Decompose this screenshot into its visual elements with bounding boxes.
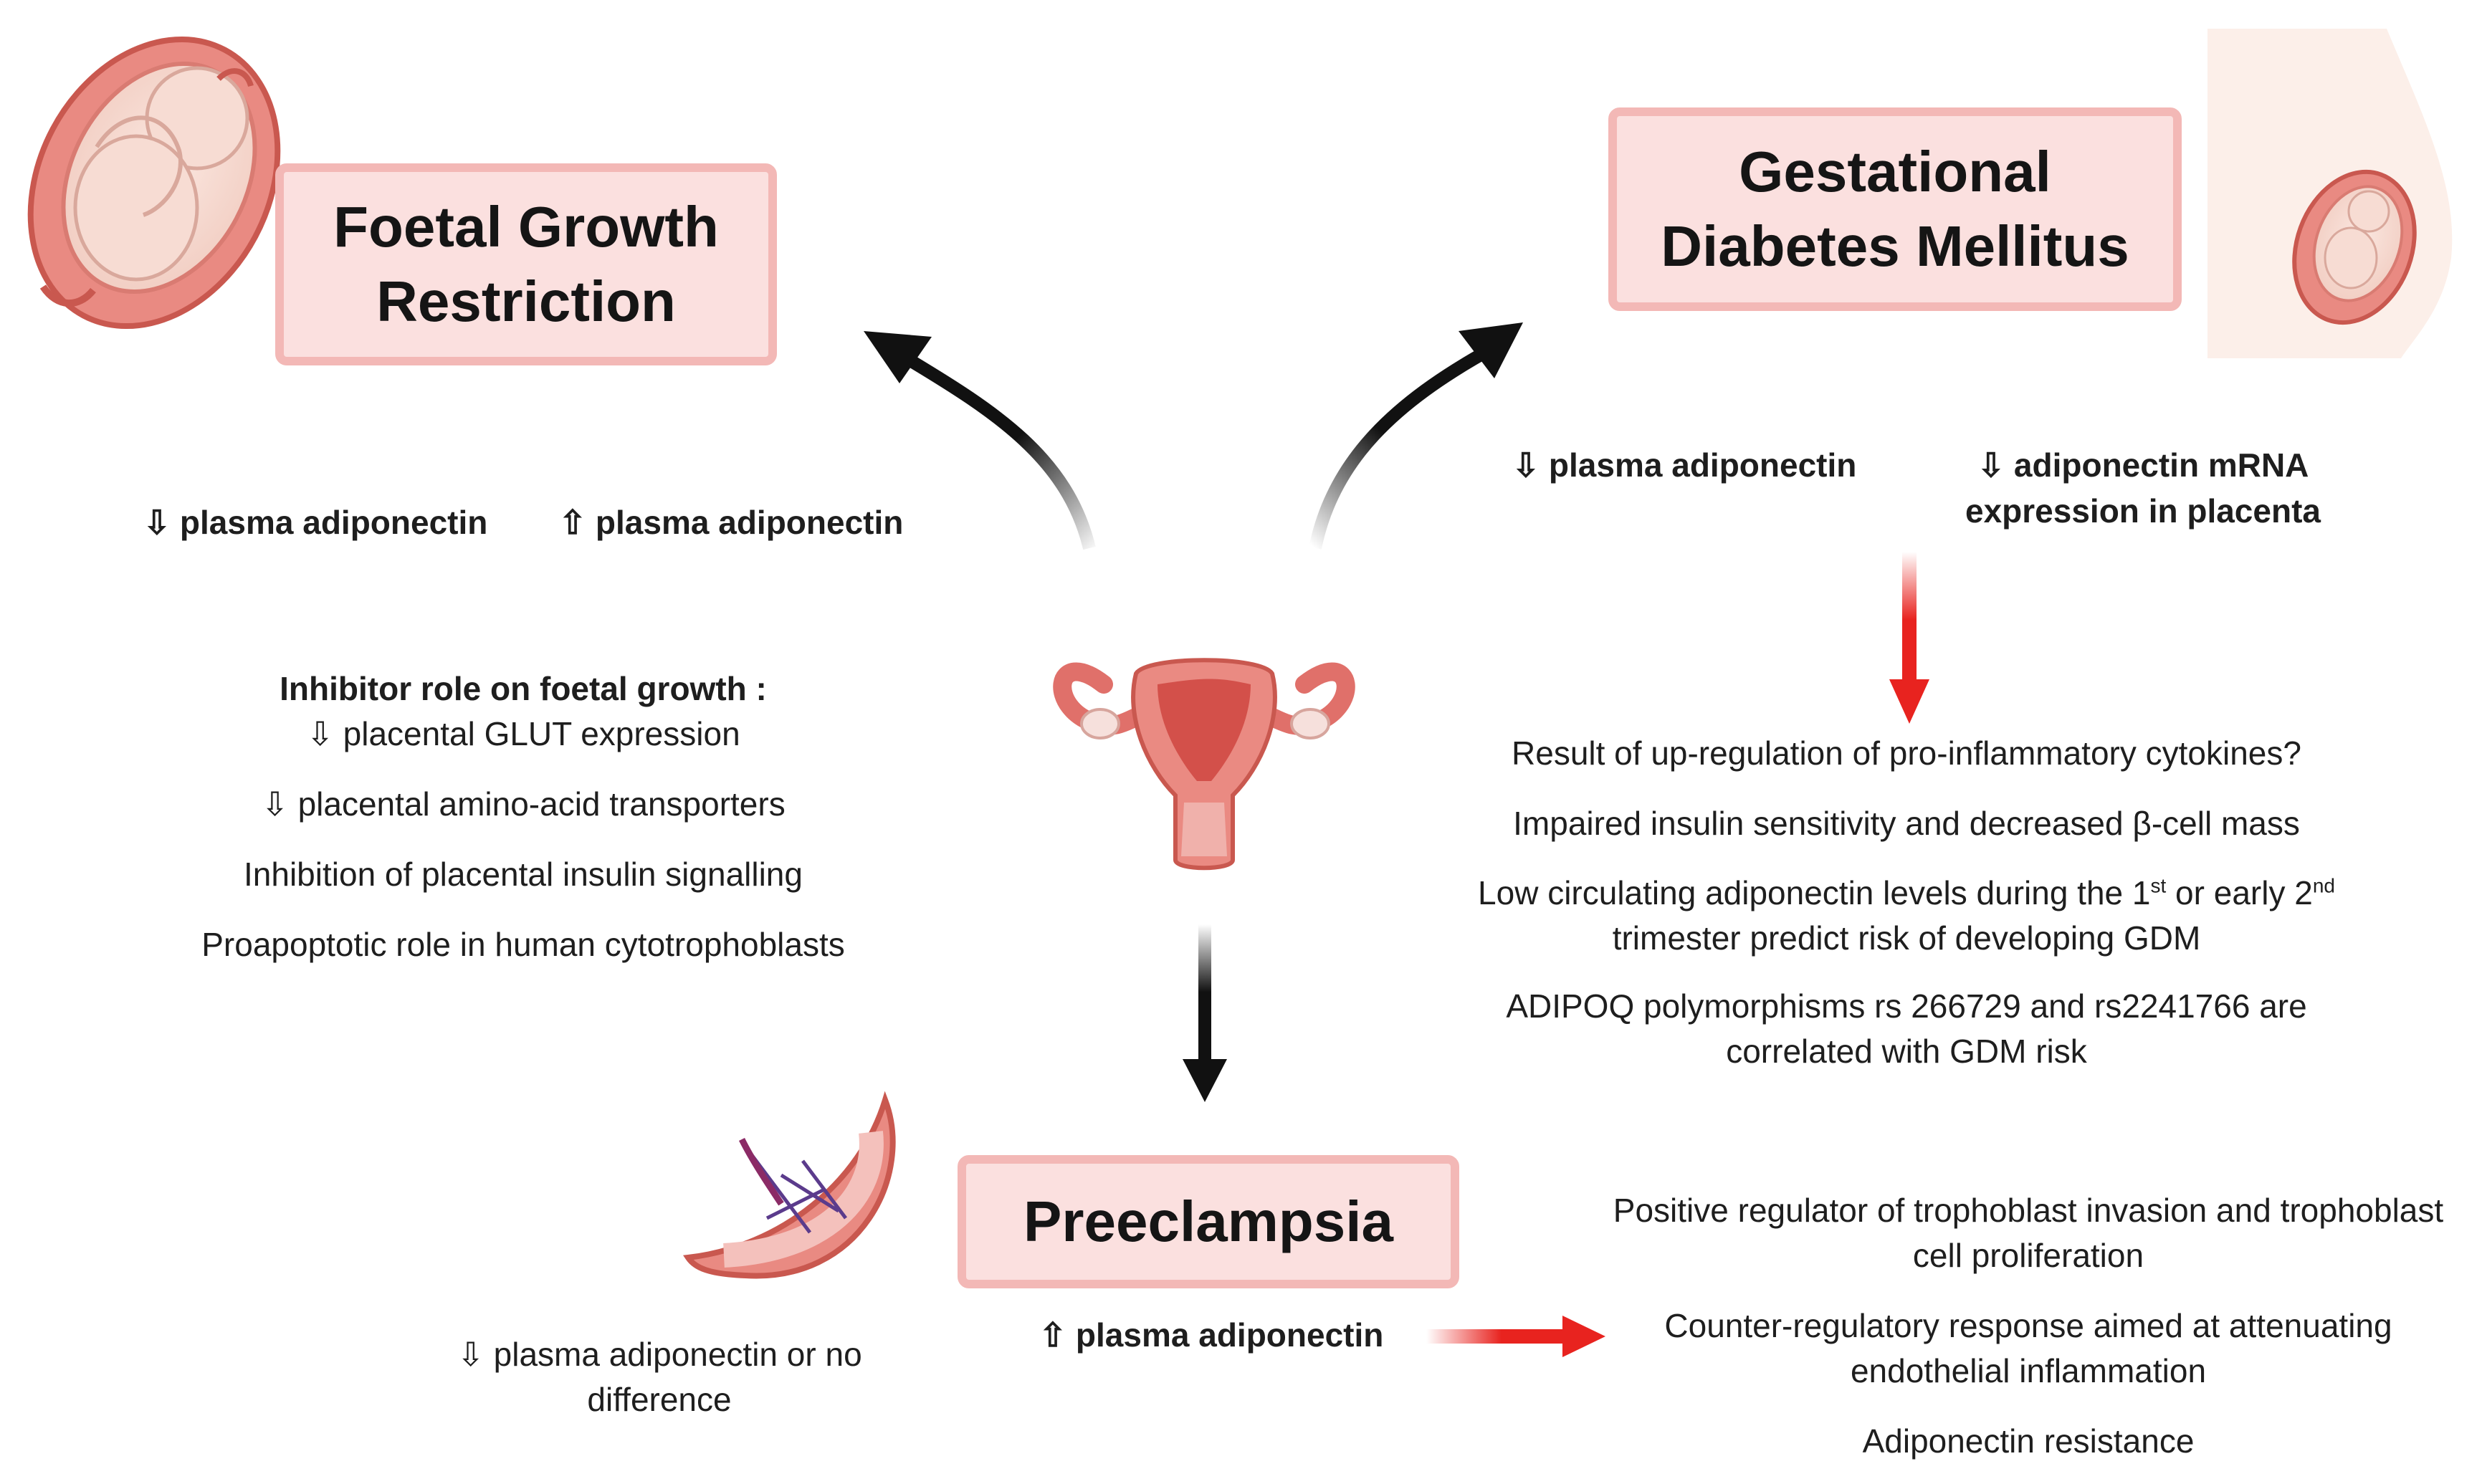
fgr-title-line2: Restriction [376, 269, 676, 333]
placenta-icon [683, 1091, 896, 1279]
gdm-low-circ-sup-second: nd [2312, 874, 2335, 897]
pe-plasma-up: ⇧ plasma adiponectin [1039, 1316, 1384, 1354]
pe-item-positive-regulator-line1: Positive regulator of trophoblast invasi… [1613, 1192, 2444, 1229]
gdm-mrna-line1: ⇩ adiponectin mRNA [1977, 446, 2309, 484]
uterus-icon [1053, 658, 1355, 871]
gdm-low-circ-sup-first: st [2150, 874, 2167, 897]
pregnant-uterus-icon [27, 36, 281, 330]
gdm-item-adipoq-line2: correlated with GDM risk [1726, 1033, 2087, 1070]
fgr-plasma-down: ⇩ plasma adiponectin [143, 504, 488, 541]
gdm-item-insulin-sensitivity: Impaired insulin sensitivity and decreas… [1513, 805, 2300, 842]
fgr-item-insulin-signalling: Inhibition of placental insulin signalli… [244, 856, 803, 893]
pe-item-counter-regulatory-line2: endothelial inflammation [1850, 1352, 2207, 1389]
preeclampsia-title: Preeclampsia [1023, 1189, 1393, 1253]
pe-item-counter-regulatory-line1: Counter-regulatory response aimed at att… [1664, 1307, 2392, 1344]
red-arrow-preeclampsia [1426, 1316, 1605, 1357]
arrow-to-preeclampsia [1183, 924, 1227, 1102]
fgr-title-box: Foetal Growth Restriction [275, 163, 777, 365]
pregnant-woman-icon [2207, 29, 2453, 358]
gdm-plasma-down: ⇩ plasma adiponectin [1512, 446, 1857, 484]
pe-item-positive-regulator-line2: cell proliferation [1912, 1237, 2144, 1274]
gdm-item-trimester: trimester predict risk of developing GDM [1612, 919, 2201, 957]
red-arrow-gdm [1889, 552, 1929, 724]
fgr-item-glut: ⇩ placental GLUT expression [306, 715, 740, 752]
gdm-low-circ-text-a: Low circulating adiponectin levels durin… [1478, 874, 2151, 911]
gdm-title-box: Gestational Diabetes Mellitus [1608, 107, 2182, 311]
gdm-title-line1: Gestational [1739, 140, 2051, 204]
arrow-to-gdm [1309, 322, 1523, 550]
gdm-title-line2: Diabetes Mellitus [1661, 214, 2129, 278]
gdm-item-low-circulating: Low circulating adiponectin levels durin… [1405, 871, 2408, 916]
fgr-item-amino-acid: ⇩ placental amino-acid transporters [261, 785, 786, 823]
fgr-item-proapoptotic: Proapoptotic role in human cytotrophobla… [201, 926, 845, 963]
preeclampsia-title-box: Preeclampsia [958, 1155, 1459, 1288]
pe-item-adiponectin-resistance: Adiponectin resistance [1862, 1422, 2195, 1460]
gdm-item-cytokines: Result of up-regulation of pro-inflammat… [1512, 734, 2301, 772]
fgr-role-heading: Inhibitor role on foetal growth : [280, 670, 767, 707]
fgr-title-line1: Foetal Growth [333, 195, 719, 259]
gdm-item-adipoq-line1: ADIPOQ polymorphisms rs 266729 and rs224… [1506, 987, 2307, 1025]
gdm-mrna-line2: expression in placenta [1965, 492, 2321, 530]
pe-placenta-line1: ⇩ plasma adiponectin or no [457, 1336, 862, 1373]
gdm-low-circ-text-b: or early 2 [2166, 874, 2313, 911]
pe-placenta-line2: difference [587, 1381, 732, 1418]
fgr-plasma-up: ⇧ plasma adiponectin [558, 504, 904, 541]
arrow-to-fgr [864, 331, 1096, 550]
